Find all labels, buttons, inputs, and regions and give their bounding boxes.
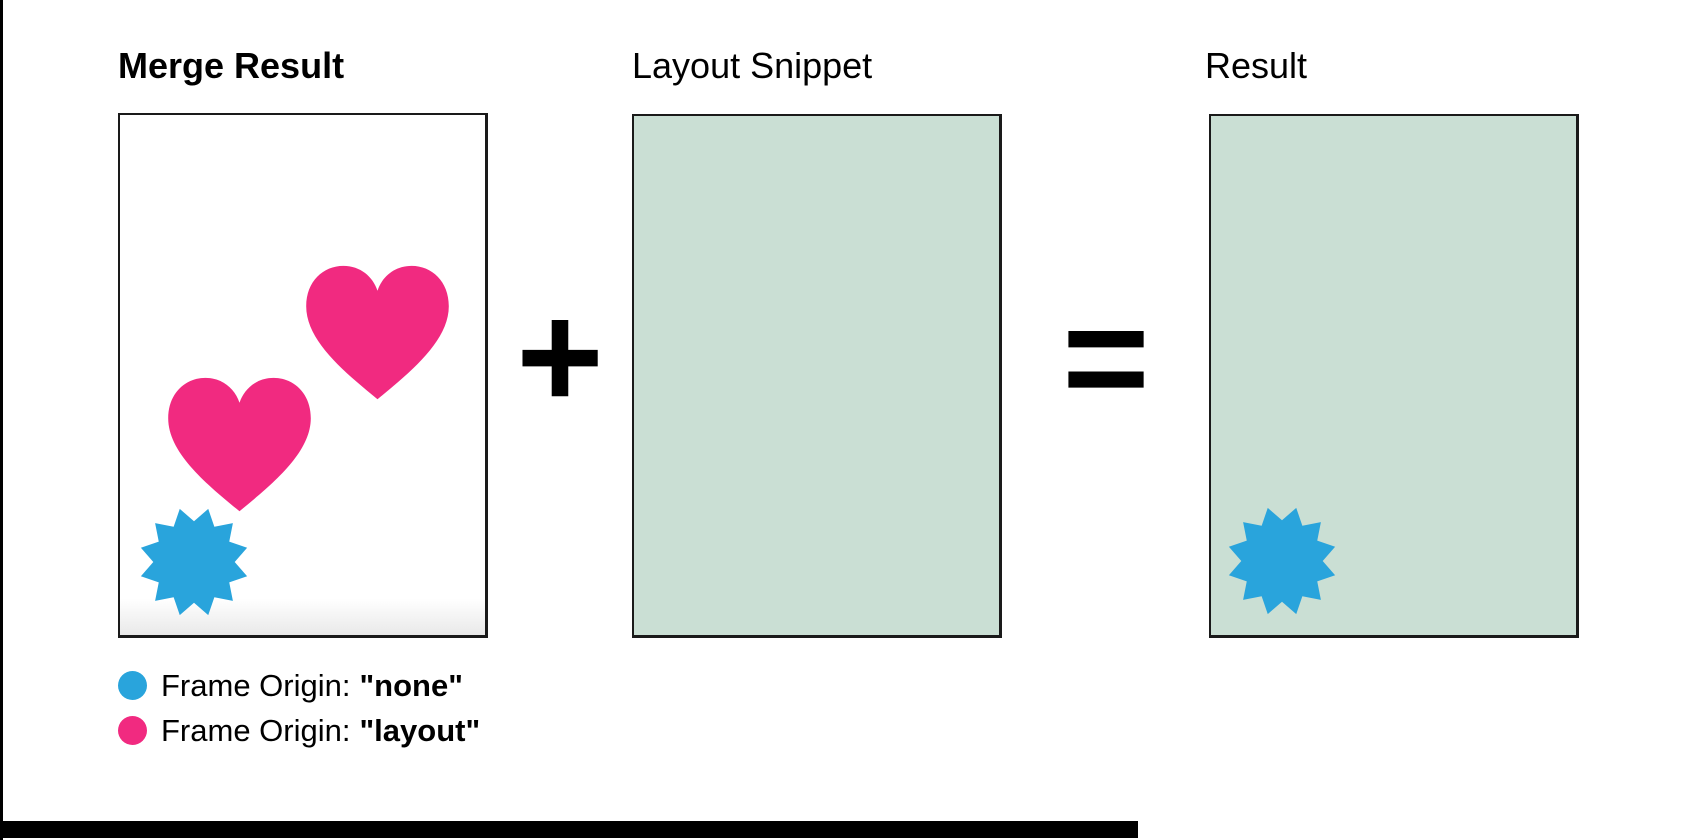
star-burst-icon xyxy=(139,507,249,617)
star-burst-icon xyxy=(1227,506,1337,616)
merge-result-panel xyxy=(118,113,488,638)
legend: Frame Origin:"none" Frame Origin:"layout… xyxy=(118,663,480,753)
heart-icon xyxy=(300,255,455,407)
legend-item-layout: Frame Origin:"layout" xyxy=(118,708,480,753)
left-frame-line xyxy=(0,0,3,840)
heart-icon xyxy=(162,367,317,519)
merge-result-title: Merge Result xyxy=(118,45,345,86)
layout-snippet-panel xyxy=(632,114,1002,638)
legend-label: Frame Origin:"none" xyxy=(161,668,463,703)
result-panel xyxy=(1209,114,1579,638)
result-title: Result xyxy=(1205,45,1308,86)
layout-snippet-title: Layout Snippet xyxy=(632,45,873,86)
legend-item-none: Frame Origin:"none" xyxy=(118,663,480,708)
plus-operator: + xyxy=(516,272,604,440)
legend-value: "layout" xyxy=(359,713,481,748)
equals-operator: = xyxy=(1062,273,1150,441)
blue-dot-icon xyxy=(118,671,147,700)
bottom-frame-bar xyxy=(0,821,1138,838)
legend-value: "none" xyxy=(359,668,463,703)
legend-label: Frame Origin:"layout" xyxy=(161,713,481,748)
pink-dot-icon xyxy=(118,716,147,745)
